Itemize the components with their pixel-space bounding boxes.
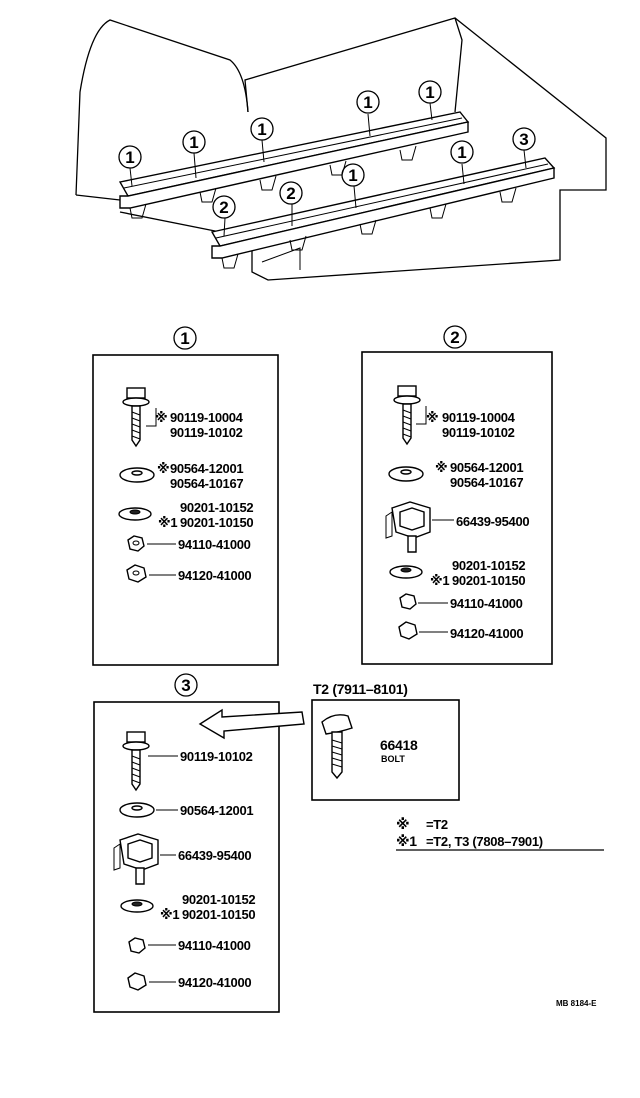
callout-1: 1 [118, 145, 142, 169]
part-number: 94120-41000 [178, 975, 251, 990]
callout-2: 2 [279, 181, 303, 205]
washer-icon [119, 802, 155, 818]
callout-1: 1 [356, 90, 380, 114]
group-1-panel: 1 ※ 90119-10004 90119-10102 ※ 90564-1200… [92, 326, 279, 666]
part-number: 90119-10102 [442, 425, 515, 440]
part-number: 66439-95400 [456, 514, 529, 529]
t2-title: T2 (7911–8101) [313, 681, 408, 697]
part-number: 94120-41000 [178, 568, 251, 583]
part-number: 90119-10102 [180, 749, 253, 764]
part-number: 66418 [380, 737, 418, 753]
group-2-panel: 2 ※ 90119-10004 90119-10102 ※ 90564-1200… [361, 325, 553, 665]
callout-label: 1 [257, 120, 266, 139]
flat-mark: ※1 [430, 573, 449, 588]
group-2-callout: 2 [450, 328, 459, 347]
callout-label: 1 [457, 143, 466, 162]
truck-bed-illustration [75, 17, 607, 281]
nut-icon [399, 593, 417, 610]
part-number: 94110-41000 [178, 537, 251, 552]
lock-nut-icon [127, 972, 147, 991]
clip-icon [113, 833, 159, 885]
callout-1: 1 [182, 130, 206, 154]
bolt-icon [122, 387, 150, 448]
flat-washer-icon [389, 565, 423, 579]
callout-1: 1 [250, 117, 274, 141]
part-number: 90201-10152 [182, 892, 255, 907]
callout-label: 2 [219, 198, 228, 217]
group-1-callout: 1 [180, 329, 189, 348]
callout-label: 1 [425, 83, 434, 102]
bolt-star: ※ [426, 410, 438, 425]
top-callouts: 1 1 1 1 1 2 2 1 1 3 [118, 80, 536, 219]
callout-label: 1 [363, 93, 372, 112]
part-number: 90119-10004 [170, 410, 244, 425]
part-number: 90201-10152 [452, 558, 525, 573]
callout-1: 1 [341, 163, 365, 187]
group-1-box [92, 354, 279, 666]
arrow-left-icon [198, 708, 305, 740]
bolt-icon [122, 731, 150, 792]
callout-1: 1 [418, 80, 442, 104]
washer-star: ※ [157, 461, 169, 476]
clip-icon [385, 501, 431, 553]
part-number: 94110-41000 [178, 938, 251, 953]
group-2-box [361, 351, 553, 665]
part-number: 94120-41000 [450, 626, 523, 641]
group-3-callout: 3 [181, 676, 190, 695]
callout-label: 2 [286, 184, 295, 203]
part-number: 94110-41000 [450, 596, 523, 611]
t2-box [311, 699, 460, 801]
callout-3: 3 [512, 127, 536, 151]
bolt-icon [393, 385, 421, 446]
part-number: 90564-12001 [450, 460, 523, 475]
part-number: 90201-10150 [180, 515, 253, 530]
lock-nut-icon [398, 621, 418, 640]
part-number: 66439-95400 [178, 848, 251, 863]
flat-washer-icon [120, 899, 154, 913]
nut-icon [127, 535, 145, 552]
lock-nut-icon [126, 564, 147, 583]
flat-washer-icon [118, 507, 152, 521]
legend: ※ =T2 ※1 =T2, T3 (7808–7901) [396, 816, 604, 851]
callout-label: 1 [348, 166, 357, 185]
part-number: 90564-10167 [170, 476, 243, 491]
diagram-code: MB 8184-E [556, 999, 597, 1008]
legend-mark: ※ [396, 816, 409, 832]
flat-mark: ※1 [160, 907, 179, 922]
group-3-box [93, 701, 280, 1013]
legend-text: =T2, T3 (7808–7901) [426, 834, 543, 849]
callout-label: 1 [189, 133, 198, 152]
bolt-star: ※ [155, 410, 167, 425]
part-number: 90201-10152 [180, 500, 253, 515]
nut-icon [128, 937, 146, 954]
group-3-panel: 3 90119-10102 90564-12001 66439-95400 [93, 673, 280, 1013]
part-number: 90564-12001 [180, 803, 253, 818]
callout-1: 1 [450, 140, 474, 164]
washer-icon [119, 467, 155, 483]
t2-panel: T2 (7911–8101) 66418 BOLT [311, 681, 460, 801]
t-bolt-icon [321, 714, 353, 780]
legend-text: =T2 [426, 817, 448, 832]
part-number: 90119-10102 [170, 425, 243, 440]
part-number: 90201-10150 [182, 907, 255, 922]
callout-2: 2 [212, 195, 236, 219]
callout-label: 1 [125, 148, 134, 167]
part-number: 90564-12001 [170, 461, 243, 476]
washer-star: ※ [435, 460, 447, 475]
part-number: 90201-10150 [452, 573, 525, 588]
washer-icon [388, 466, 424, 482]
flat-mark: ※1 [158, 515, 177, 530]
part-number: 90564-10167 [450, 475, 523, 490]
part-number: 90119-10004 [442, 410, 516, 425]
callout-label: 3 [519, 130, 528, 149]
bolt-label: BOLT [381, 754, 405, 764]
legend-mark: ※1 [396, 833, 417, 849]
